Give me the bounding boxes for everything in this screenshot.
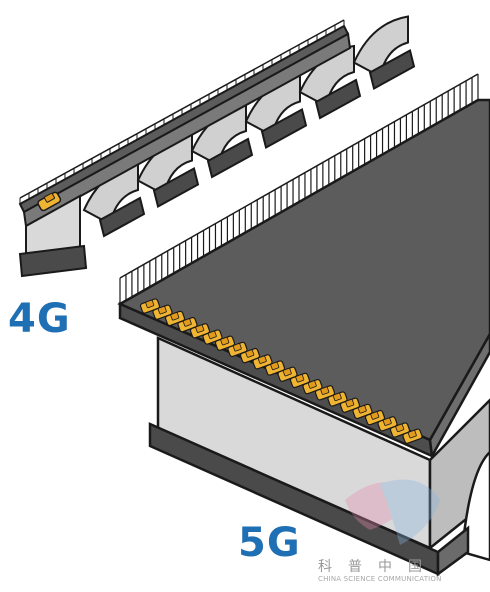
large-bridge-railing xyxy=(119,73,479,305)
car xyxy=(277,366,298,382)
small-bridge-pier-base xyxy=(368,48,416,91)
small-bridge-pier-base xyxy=(98,196,146,238)
small-bridge-arch xyxy=(352,15,416,91)
small-bridge-pier-base xyxy=(206,137,254,179)
small-bridge-arch xyxy=(82,162,146,238)
small-bridge-arch xyxy=(298,44,362,120)
small-bridge-pier-base xyxy=(152,166,200,209)
small-bridge-arch xyxy=(136,133,200,209)
watermark-logo xyxy=(345,479,440,545)
watermark-english: CHINA SCIENCE COMMUNICATION xyxy=(318,575,442,583)
small-bridge-railing xyxy=(19,19,345,205)
small-bridge-pier-base xyxy=(314,78,362,120)
small-bridge-car xyxy=(37,191,62,212)
small-bridge-pier-base xyxy=(260,107,308,150)
label-4g: 4G xyxy=(8,296,71,342)
small-bridge-end-pier-base xyxy=(18,244,88,278)
large-bridge-deck-edge-side xyxy=(428,331,490,460)
car xyxy=(177,316,198,333)
small-bridge-deck-edge xyxy=(22,32,352,228)
large-bridge-cars xyxy=(139,298,423,444)
small-bridge-arches xyxy=(82,15,416,238)
small-bridge xyxy=(18,15,416,278)
car xyxy=(402,428,423,444)
small-bridge-arch xyxy=(244,74,308,150)
label-5g: 5G xyxy=(238,520,301,566)
small-bridge-arch xyxy=(190,103,254,179)
large-bridge xyxy=(117,73,490,577)
large-bridge-base-side xyxy=(436,525,470,577)
watermark-chinese: 科普中国 xyxy=(318,559,438,575)
